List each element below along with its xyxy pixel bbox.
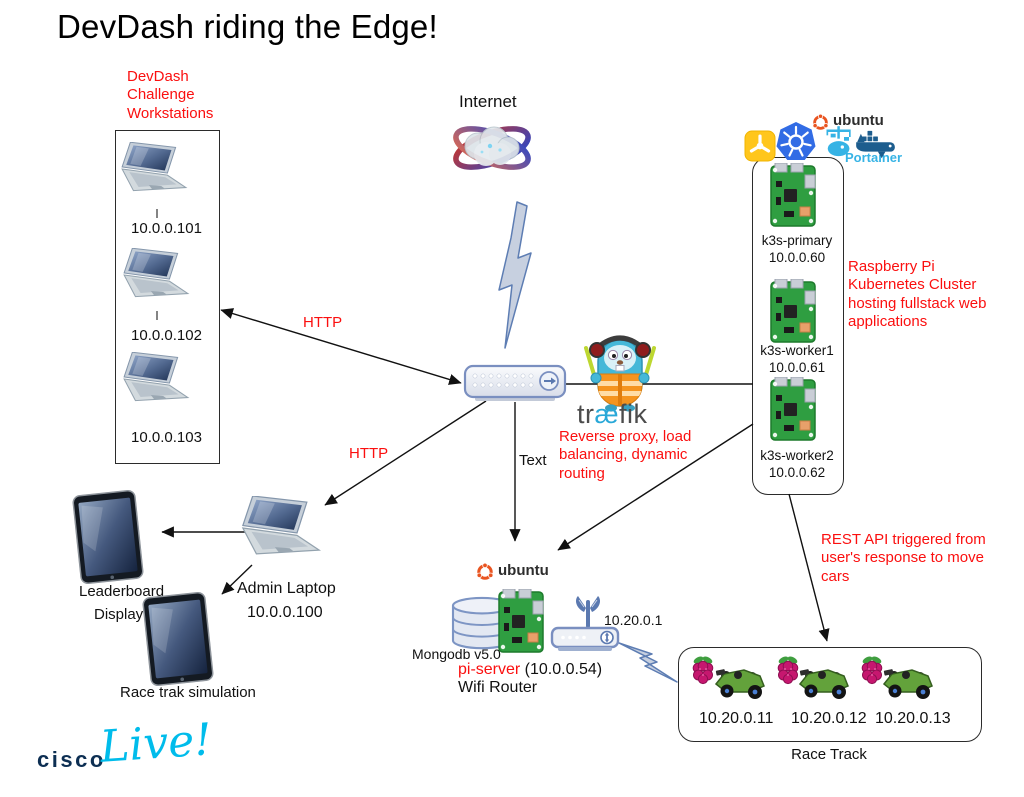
laptop-icon [120, 352, 192, 406]
traefik-ae: æ [594, 399, 620, 429]
wifi-router-icon [548, 594, 628, 654]
race-sim-label: Race trak simulation [120, 684, 256, 701]
portainer-icon [824, 126, 854, 158]
workstation-ip-2: 10.0.0.102 [131, 327, 202, 344]
arrow-cluster-piserver [557, 423, 754, 551]
race-car-icon [714, 662, 768, 700]
leaderboard-tablet-icon [71, 489, 144, 585]
arrow-http-workstations [220, 308, 462, 385]
traefik-note: Reverse proxy, load balancing, dynamic r… [559, 428, 692, 482]
pi-server-ip: (10.0.0.54) [520, 661, 603, 678]
arrow-admin-racesim [221, 564, 253, 595]
race-car-ip-1: 10.20.0.11 [699, 710, 774, 727]
traefik-logo-text: træfik [577, 399, 648, 430]
workstations-box [115, 130, 220, 464]
leaderboard-label-1: Leaderboard [79, 583, 165, 600]
raspberry-pi-board-icon [770, 279, 816, 343]
text-label: Text [519, 452, 547, 469]
wifi-router-ip: 10.20.0.1 [604, 612, 663, 628]
admin-laptop-ip: 10.0.0.100 [247, 604, 323, 621]
lightning-internet-router [498, 201, 532, 349]
pi-server-name: pi-server [458, 661, 521, 678]
laptop-icon [118, 142, 190, 196]
raspberry-pi-board-icon [770, 163, 816, 227]
laptop-icon [120, 248, 192, 302]
race-track-label: Race Track [791, 746, 867, 763]
docker-icon [853, 129, 899, 163]
raspberry-icon [775, 655, 801, 685]
ubuntu-icon [812, 114, 829, 131]
traefik-mascot-icon [583, 326, 657, 414]
traefik-tr: tr [577, 399, 595, 429]
raspberry-pi-board-icon [770, 377, 816, 441]
cluster-node-name-2: k3s-worker1 [760, 343, 834, 358]
pi-server-label: pi-server (10.0.0.54) [458, 661, 602, 679]
raspberry-icon [859, 655, 885, 685]
edge-router-icon [463, 364, 567, 406]
http-label-admin: HTTP [349, 445, 389, 462]
cisco-live-logo: Live! [98, 714, 214, 773]
pi-server-board-icon [498, 589, 544, 653]
admin-laptop-label: Admin Laptop [237, 580, 336, 597]
race-sim-tablet-icon [141, 591, 214, 687]
lightning-wifi-racetrack [618, 642, 678, 683]
cluster-node-ip-2: 10.0.0.61 [768, 360, 826, 375]
cluster-node-name-3: k3s-worker2 [760, 448, 834, 463]
kubernetes-icon [774, 120, 818, 164]
race-car-icon [798, 662, 852, 700]
k3s-icon [744, 130, 776, 162]
race-track-box [678, 647, 982, 742]
cluster-node-name-1: k3s-primary [761, 233, 833, 248]
internet-label: Internet [459, 92, 517, 111]
rest-api-note: REST API triggered from user's response … [821, 531, 986, 585]
cluster-node-ip-1: 10.0.0.60 [768, 250, 826, 265]
workstations-note: DevDash Challenge Workstations [127, 68, 214, 122]
internet-cloud-icon [450, 116, 534, 180]
admin-laptop-icon [236, 496, 326, 560]
ubuntu-icon [476, 563, 494, 581]
race-car-icon [882, 662, 936, 700]
arrow-router-adminlaptop [324, 400, 487, 506]
race-car-ip-3: 10.20.0.13 [875, 710, 951, 727]
wifi-router-label: Wifi Router [458, 679, 538, 696]
slide-title: DevDash riding the Edge! [57, 8, 438, 45]
traefik-fik: fik [619, 399, 648, 429]
arrow-cluster-racetrack [788, 493, 830, 642]
raspberry-icon [690, 655, 716, 685]
cluster-note: Raspberry Pi Kubernetes Cluster hosting … [848, 258, 987, 330]
cluster-node-ip-3: 10.0.0.62 [768, 465, 826, 480]
leaderboard-label-2: Display [94, 606, 144, 623]
cisco-logo: cisco [37, 747, 106, 772]
ubuntu-logo-text-pi: ubuntu [498, 562, 549, 579]
portainer-logo-text: Portainer [845, 150, 903, 165]
workstation-ip-1: 10.0.0.101 [131, 220, 202, 237]
workstation-ip-3: 10.0.0.103 [131, 429, 202, 446]
mongodb-label: Mongodb v5.0 [412, 646, 501, 662]
ubuntu-logo-text: ubuntu [833, 112, 884, 129]
race-car-ip-2: 10.20.0.12 [791, 710, 867, 727]
